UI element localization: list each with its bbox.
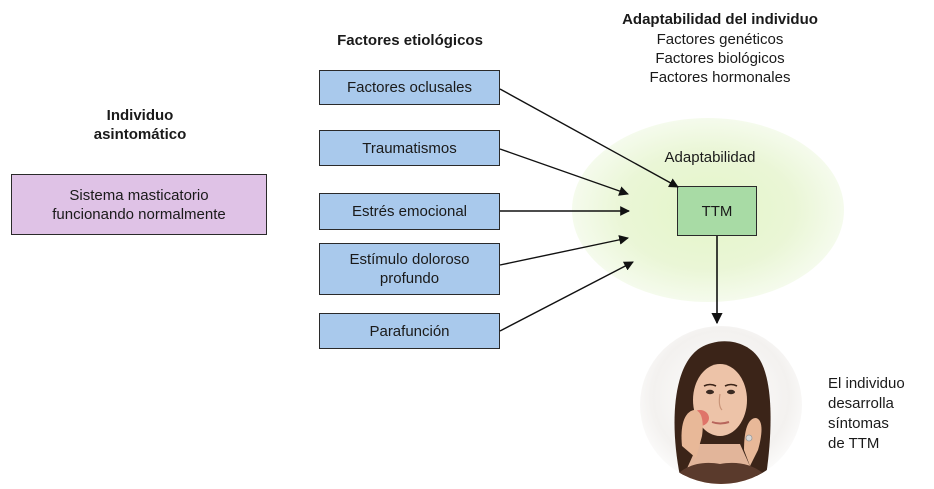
factor-label: Estrés emocional bbox=[351, 203, 468, 220]
factor-box-occlusal: Factores oclusales bbox=[319, 70, 500, 105]
outcome-line: de TTM bbox=[828, 435, 880, 452]
arrow-trauma-to-halo bbox=[499, 148, 629, 196]
factor-box-trauma: Traumatismos bbox=[319, 130, 500, 166]
factor-label: Factores oclusales bbox=[346, 79, 473, 96]
factor-label: Estímulo doloroso bbox=[349, 251, 470, 268]
ttm-label: TTM bbox=[701, 202, 733, 220]
outcome-line: desarrolla bbox=[828, 395, 894, 412]
outcome-line: El individuo bbox=[828, 375, 905, 392]
factor-label: Traumatismos bbox=[362, 139, 457, 157]
outcome-line: síntomas bbox=[828, 415, 889, 432]
ttm-box: TTM bbox=[677, 186, 757, 236]
system-box: Sistema masticatorio funcionando normalm… bbox=[11, 174, 267, 235]
factor-box-pain: Estímulo doloroso profundo bbox=[319, 243, 500, 295]
asymptomatic-heading: Individuo asintomático bbox=[60, 106, 220, 144]
adaptability-heading: Adaptabilidad del individuo bbox=[622, 11, 818, 28]
adaptability-factors-list: Factores genéticos Factores biológicos F… bbox=[590, 30, 850, 87]
arrow-occlusal-to-ttm bbox=[499, 88, 679, 188]
factor-box-parafunction: Parafunción bbox=[319, 313, 500, 349]
factor-box-stress: Estrés emocional bbox=[319, 193, 500, 230]
adaptability-label: Adaptabilidad bbox=[664, 149, 756, 166]
factor-label: Parafunción bbox=[369, 322, 450, 340]
asymptomatic-heading-line: asintomático bbox=[93, 126, 187, 143]
asymptomatic-heading-line: Individuo bbox=[106, 107, 174, 124]
symptomatic-individual-photo bbox=[640, 326, 802, 484]
outcome-text: El individuo desarrolla síntomas de TTM bbox=[828, 374, 934, 454]
adaptability-factor-line: Factores hormonales bbox=[649, 69, 791, 86]
adaptability-factor-line: Factores biológicos bbox=[655, 50, 785, 67]
adaptability-factor-line: Factores genéticos bbox=[656, 31, 784, 48]
system-box-line: funcionando normalmente bbox=[52, 205, 226, 223]
arrow-pain-to-halo bbox=[499, 235, 629, 266]
factor-label: profundo bbox=[379, 270, 440, 287]
arrow-parafunction-to-halo bbox=[499, 261, 634, 332]
system-box-line: Sistema masticatorio bbox=[69, 186, 209, 204]
factors-heading: Factores etiológicos bbox=[337, 32, 483, 49]
